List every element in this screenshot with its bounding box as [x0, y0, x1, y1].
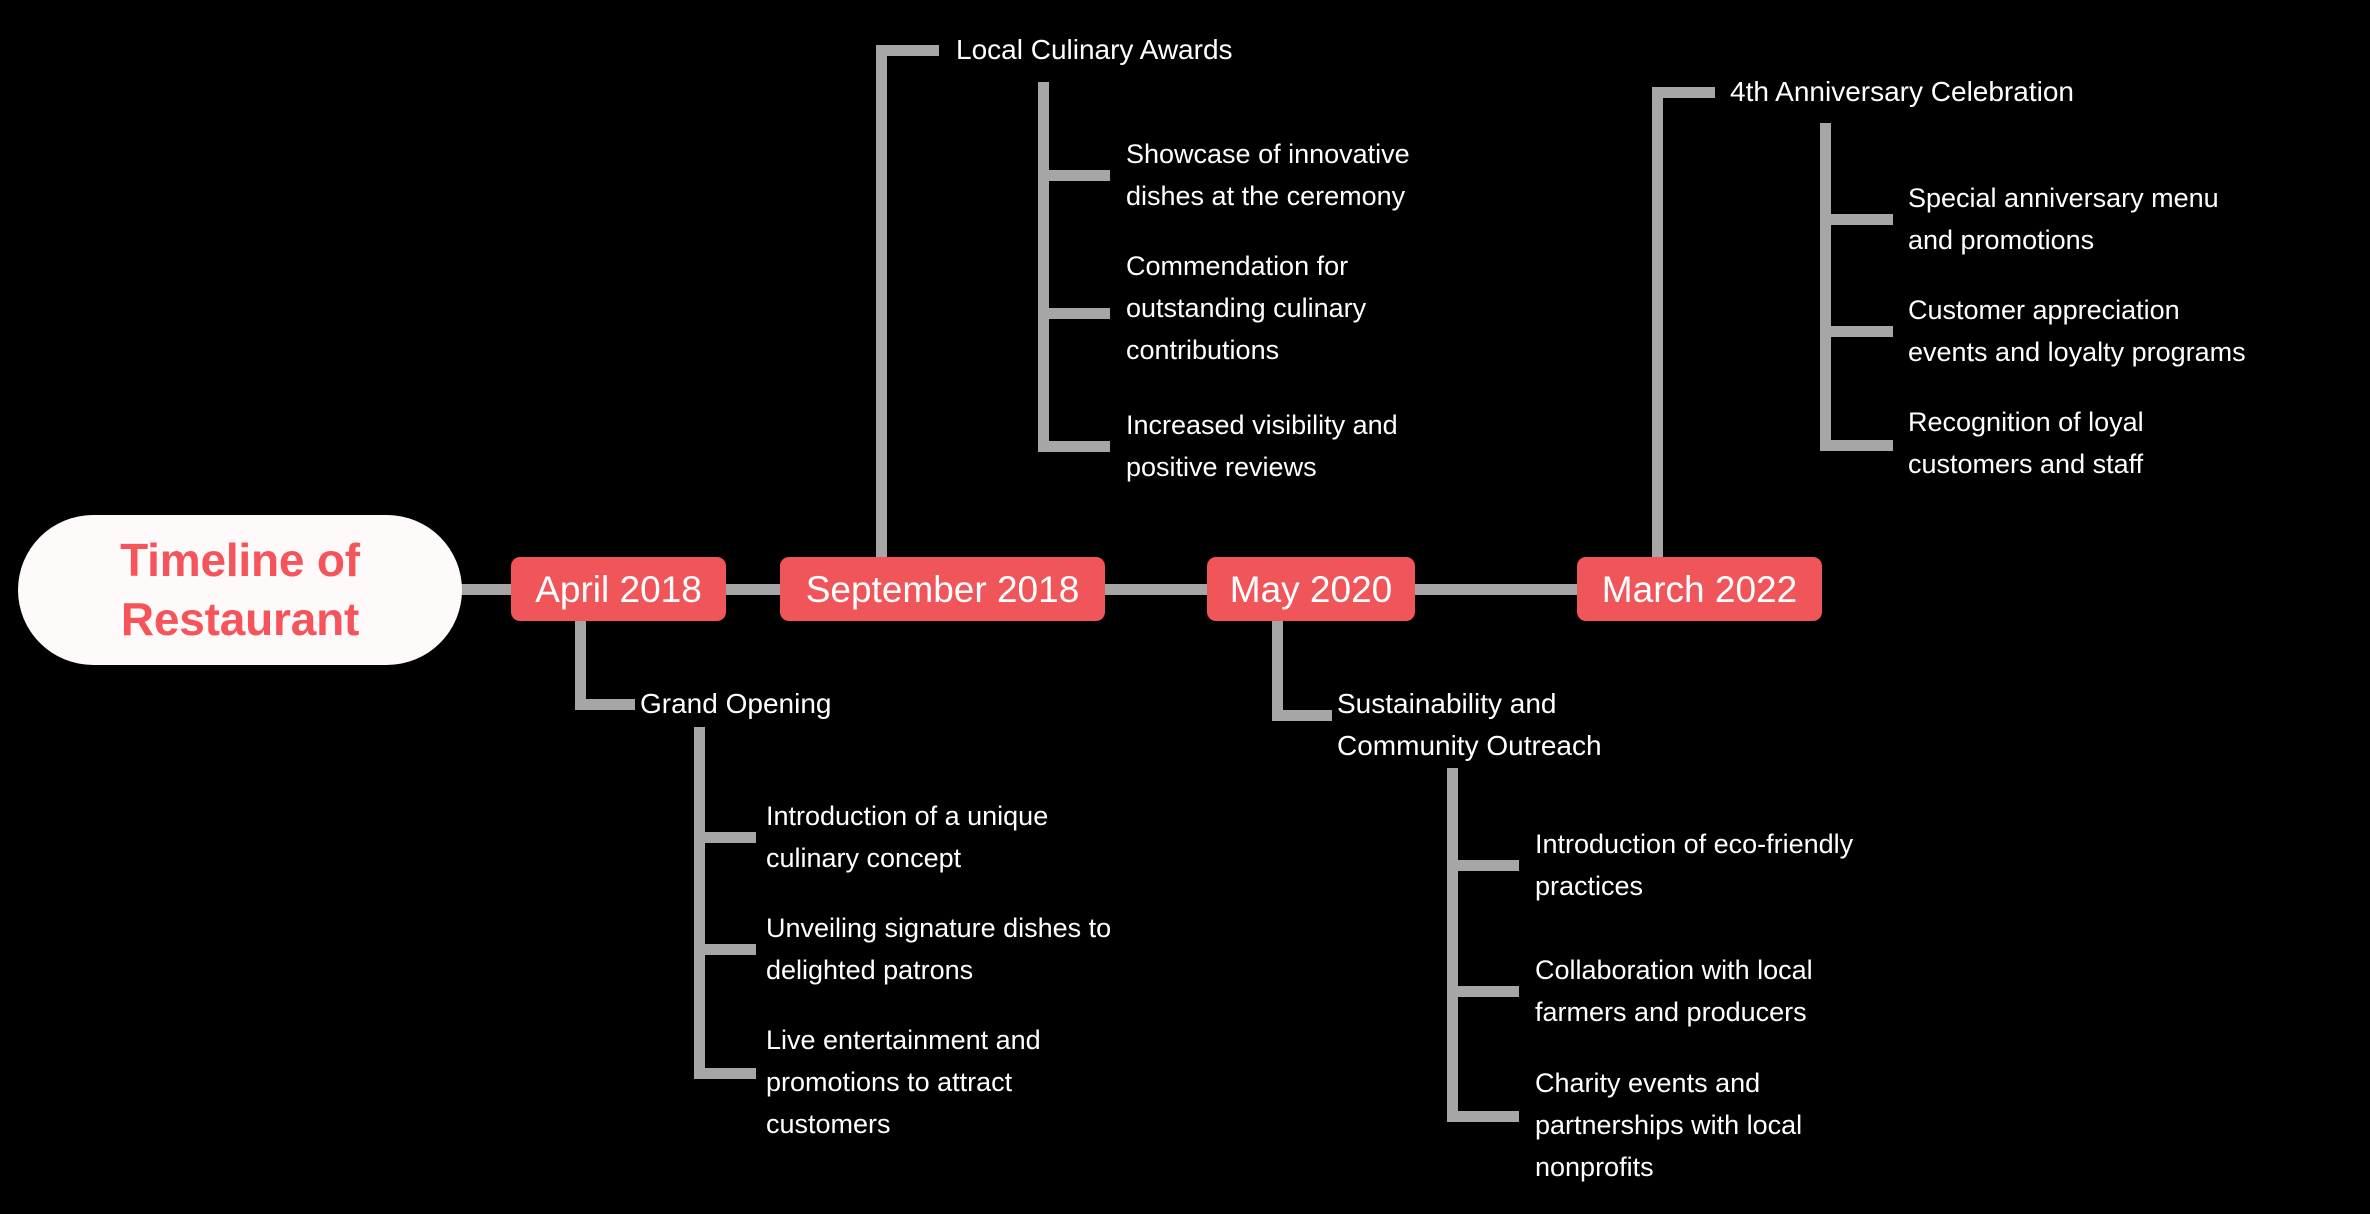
detail-label: Increased visibility and positive review… — [1126, 410, 1398, 482]
event-label-4th-anniversary: 4th Anniversary Celebration — [1730, 76, 2074, 107]
detail-label: Special anniversary menu and promotions — [1908, 183, 2219, 255]
detail-label: Customer appreciation events and loyalty… — [1908, 295, 2246, 367]
branch-september-vertical — [876, 45, 887, 558]
date-node-april-2018[interactable]: April 2018 — [511, 557, 726, 621]
subbranch-anniversary-stub-1 — [1820, 214, 1893, 225]
subbranch-sustainability-stub-2 — [1447, 986, 1519, 997]
root-node[interactable]: Timeline of Restaurant — [18, 515, 462, 665]
subbranch-sustainability-stub-1 — [1447, 860, 1519, 871]
trunk-may-to-march — [1410, 584, 1590, 595]
subbranch-anniversary-stub-3 — [1820, 440, 1893, 451]
detail-label: Recognition of loyal customers and staff — [1908, 407, 2144, 479]
subbranch-grand-opening-stub-2 — [694, 944, 756, 955]
detail-label: Collaboration with local farmers and pro… — [1535, 955, 1813, 1027]
branch-september-elbow — [876, 45, 939, 56]
branch-march-vertical — [1652, 87, 1663, 558]
trunk-root-to-april — [458, 584, 520, 595]
date-node-may-2020[interactable]: May 2020 — [1207, 557, 1415, 621]
date-node-label: May 2020 — [1229, 568, 1393, 610]
date-node-september-2018[interactable]: September 2018 — [780, 557, 1105, 621]
subbranch-grand-opening-stub-1 — [694, 832, 756, 843]
event-label-local-culinary-awards: Local Culinary Awards — [956, 34, 1233, 65]
subbranch-sustainability-stub-3 — [1447, 1111, 1519, 1122]
subbranch-awards-stub-2 — [1038, 308, 1110, 319]
subbranch-anniversary-stub-2 — [1820, 326, 1893, 337]
subbranch-sustainability-spine — [1447, 768, 1458, 1122]
subbranch-anniversary-spine — [1820, 123, 1831, 450]
date-node-label: April 2018 — [535, 568, 702, 610]
branch-march-elbow — [1652, 87, 1715, 98]
root-node-label: Timeline of Restaurant — [120, 534, 360, 645]
date-node-march-2022[interactable]: March 2022 — [1577, 557, 1822, 621]
subbranch-awards-stub-1 — [1038, 170, 1110, 181]
subbranch-grand-opening-spine — [694, 727, 705, 1079]
subbranch-grand-opening-stub-3 — [694, 1068, 756, 1079]
trunk-september-to-may — [1100, 584, 1212, 595]
trunk-april-to-september — [722, 584, 786, 595]
date-node-label: September 2018 — [805, 568, 1080, 610]
subbranch-awards-spine — [1038, 82, 1049, 452]
event-label-sustainability: Sustainability and Community Outreach — [1337, 688, 1602, 761]
detail-label: Commendation for outstanding culinary co… — [1126, 251, 1367, 365]
detail-label: Introduction of a unique culinary concep… — [766, 801, 1049, 873]
subbranch-awards-stub-3 — [1038, 441, 1110, 452]
branch-april-vertical — [575, 621, 586, 710]
event-label-grand-opening: Grand Opening — [640, 688, 832, 719]
detail-label: Introduction of eco-friendly practices — [1535, 829, 1854, 901]
branch-may-elbow — [1272, 710, 1332, 721]
detail-label: Live entertainment and promotions to att… — [766, 1025, 1041, 1139]
branch-april-elbow — [575, 699, 635, 710]
branch-may-vertical — [1272, 621, 1283, 721]
detail-label: Charity events and partnerships with loc… — [1535, 1068, 1803, 1182]
detail-label: Showcase of innovative dishes at the cer… — [1126, 139, 1410, 211]
detail-label: Unveiling signature dishes to delighted … — [766, 913, 1112, 985]
date-node-label: March 2022 — [1601, 568, 1798, 610]
